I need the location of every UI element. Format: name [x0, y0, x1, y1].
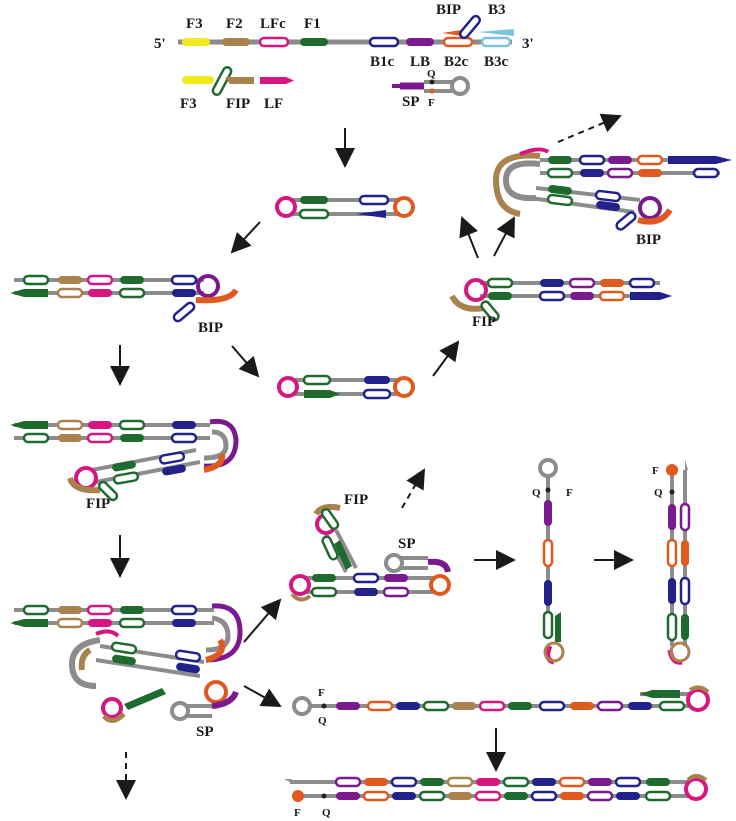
three-prime-label: 3'	[522, 36, 534, 52]
fip-primer	[211, 66, 254, 96]
long-strand-single	[292, 685, 710, 716]
b3c-label: B3c	[484, 54, 509, 70]
five-prime-label: 5'	[154, 36, 166, 52]
bip-annealed-structure	[10, 274, 239, 323]
sp-probe	[392, 76, 470, 96]
f-label-h1: F	[318, 687, 325, 699]
b3-primer-top	[478, 29, 514, 36]
f3-primer	[182, 76, 214, 84]
q-label-v1: Q	[532, 487, 541, 499]
b1c-label: B1c	[370, 54, 395, 70]
f2-label: F2	[226, 16, 243, 32]
f2-segment	[222, 38, 250, 46]
fip-label-a: FIP	[472, 314, 496, 330]
b3c-segment	[480, 36, 512, 48]
f1-segment	[300, 38, 328, 46]
fip-primer-label: FIP	[226, 96, 250, 112]
flow-arrows	[110, 113, 634, 800]
sp-q-label: Q	[427, 68, 436, 80]
fip-loop-structure	[10, 418, 239, 502]
lfc-segment	[258, 36, 290, 48]
f-label-v2: F	[652, 465, 659, 477]
f-label-h2: F	[294, 807, 301, 819]
lf-primer-label: LF	[264, 96, 283, 112]
b3-label-top: B3	[488, 2, 506, 18]
f3-label: F3	[186, 16, 203, 32]
b2c-label: B2c	[444, 54, 469, 70]
f3-primer-label: F3	[180, 96, 197, 112]
lf-primer	[260, 77, 294, 84]
q-label-v2: Q	[654, 487, 663, 499]
fip-label-c: FIP	[344, 492, 368, 508]
vertical-strand-probe-open	[538, 458, 565, 665]
f-label-v1: F	[566, 487, 573, 499]
sp-label: SP	[402, 94, 420, 110]
lfc-label: LFc	[260, 16, 286, 32]
fip-label-b: FIP	[86, 496, 110, 512]
b1c-segment	[368, 36, 400, 48]
fip-sp-structure	[289, 503, 451, 602]
dumbbell-structure-top	[275, 194, 415, 220]
upper-right-amplicon	[492, 147, 732, 231]
q-label-h2: Q	[322, 807, 331, 819]
lb-segment	[406, 38, 434, 46]
bip-primer-top	[442, 14, 482, 40]
bip-label-b: BIP	[636, 232, 661, 248]
template-strand	[178, 36, 512, 48]
bip-label-top: BIP	[436, 2, 461, 18]
vertical-strand-double	[666, 460, 691, 665]
lb-label: LB	[410, 54, 430, 70]
long-strand-double	[284, 774, 708, 802]
dumbbell-structure-middle	[277, 374, 415, 400]
sp-f-label: F	[428, 97, 435, 109]
q-label-h1: Q	[318, 715, 327, 727]
b2c-segment	[442, 36, 474, 48]
f3-segment	[182, 38, 210, 46]
sp-loop-structure	[10, 603, 243, 723]
fip-annealed-structure	[449, 277, 672, 322]
sp-label-b: SP	[398, 536, 416, 552]
sp-label-a: SP	[196, 724, 214, 740]
bip-label-a: BIP	[198, 320, 223, 336]
f1-label: F1	[304, 16, 321, 32]
